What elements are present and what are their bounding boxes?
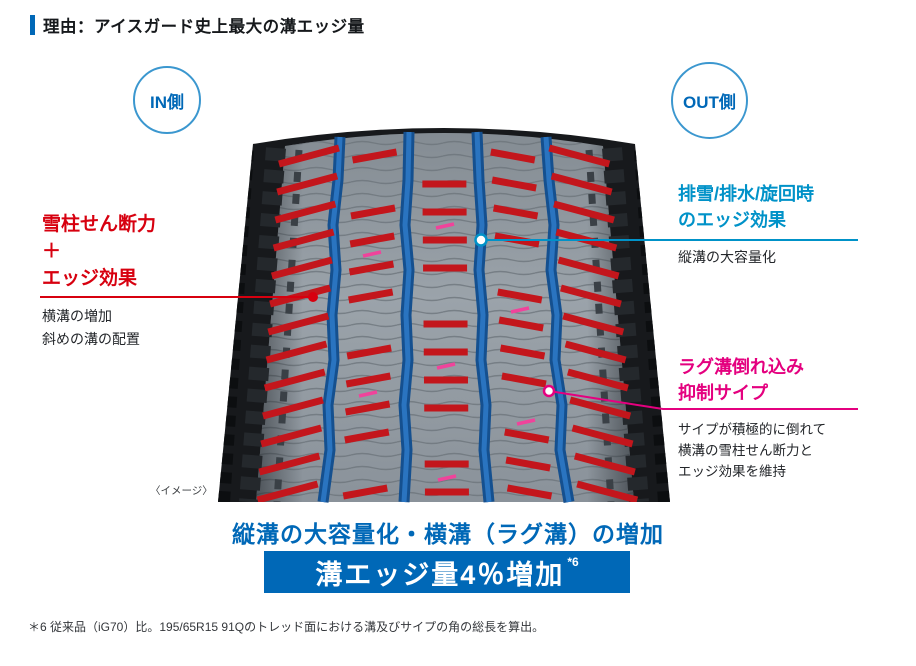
anti-collapse-sipes <box>358 222 536 482</box>
annotation-snow-shear: 雪柱せん断力 ＋ エッジ効果 <box>42 211 156 292</box>
out-side-badge: OUT側 <box>671 62 748 139</box>
annotation-drainage-edge: 排雪/排水/旋回時 のエッジ効果 <box>678 181 814 233</box>
shear-title-line1: 雪柱せん断力 <box>42 214 157 235</box>
shear-body-line2: 斜めの溝の配置 <box>42 331 140 347</box>
shear-body-line1: 横溝の増加 <box>42 308 112 324</box>
sipe-body-line3: エッジ効果を維持 <box>678 464 786 479</box>
drainage-title-line2: のエッジ効果 <box>678 210 786 230</box>
in-side-badge: IN側 <box>133 66 201 134</box>
banner-footnote-marker: *6 <box>567 555 579 569</box>
footnote: ＊6 従来品（iG70）比。195/65R15 91Qのトレッド面における溝及び… <box>28 620 545 634</box>
sipe-body-line2: 横溝の雪柱せん断力と <box>678 443 813 458</box>
drainage-title-line1: 排雪/排水/旋回時 <box>678 184 815 204</box>
shear-title-line2: ＋ <box>42 241 62 262</box>
page-title: 理由：アイスガード史上最大の溝エッジ量 <box>43 18 365 36</box>
header-accent-bar <box>30 15 35 35</box>
annotation-lug-sipe: ラグ溝倒れ込み 抑制サイプ <box>678 354 804 406</box>
vertical-grooves <box>317 131 575 503</box>
banner-text: 溝エッジ量4％増加 <box>315 559 565 590</box>
tire-tread-surface <box>256 133 634 502</box>
summary-heading: 縦溝の大容量化・横溝（ラグ溝）の増加 <box>232 521 664 547</box>
groove-edge-banner: 溝エッジ量4％増加 *6 <box>264 551 630 593</box>
drainage-body-line1: 縦溝の大容量化 <box>678 249 776 265</box>
annotation-snow-shear-body: 横溝の増加 斜めの溝の配置 <box>42 305 140 351</box>
annotation-drainage-body: 縦溝の大容量化 <box>678 247 776 267</box>
annotation-lug-sipe-body: サイプが積極的に倒れて 横溝の雪柱せん断力と エッジ効果を維持 <box>678 419 826 482</box>
sipe-title-line2: 抑制サイプ <box>678 383 768 403</box>
image-disclaimer: 〈イメージ〉 <box>150 485 213 497</box>
tire-tread-image <box>218 128 670 503</box>
in-side-label: IN側 <box>150 92 184 112</box>
shear-title-line3: エッジ効果 <box>42 268 138 289</box>
sipe-title-line1: ラグ溝倒れ込み <box>678 357 804 377</box>
section-header: 理由：アイスガード史上最大の溝エッジ量 <box>30 13 365 37</box>
out-side-label: OUT側 <box>683 93 736 112</box>
sipe-body-line1: サイプが積極的に倒れて <box>678 422 827 437</box>
